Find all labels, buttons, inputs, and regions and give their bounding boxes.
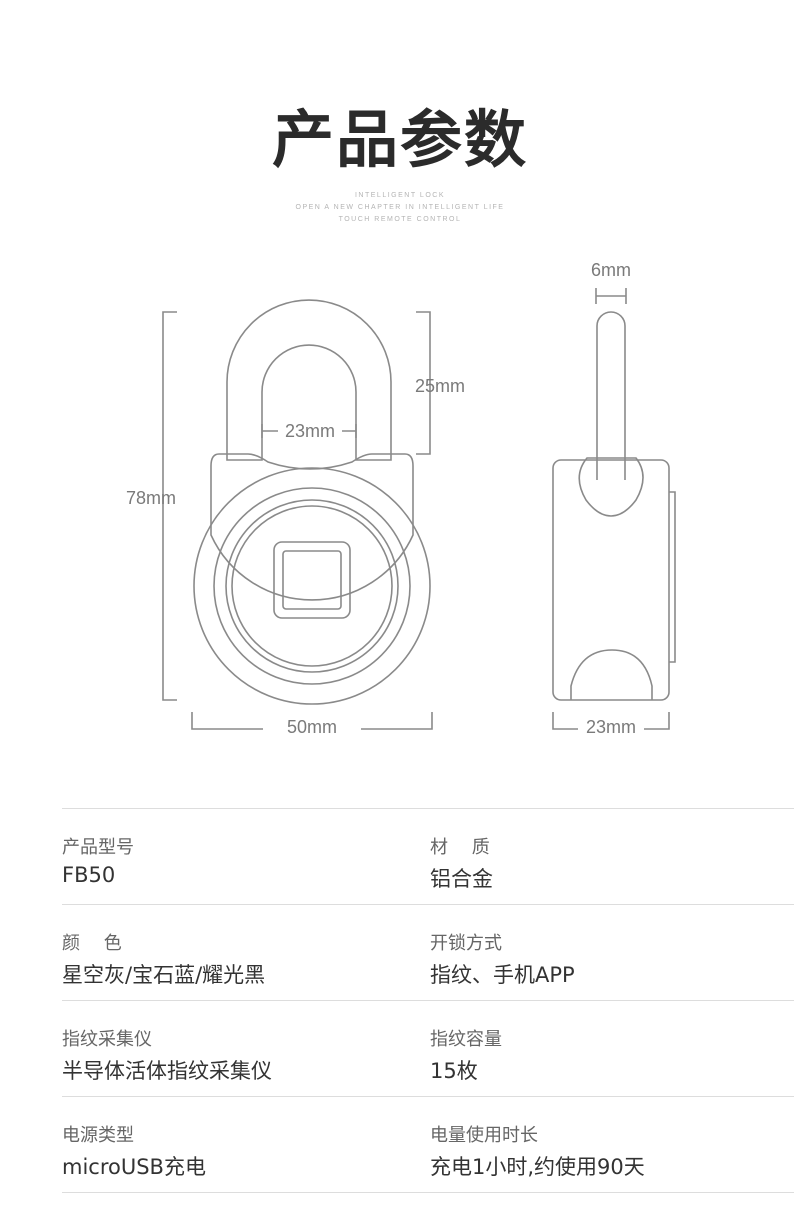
side-view bbox=[552, 288, 676, 730]
side-shackle-collar bbox=[578, 457, 644, 517]
spec-value: 15枚 bbox=[430, 1059, 478, 1083]
thickness-dimension bbox=[595, 288, 627, 304]
subtitle-line: OPEN A NEW CHAPTER IN INTELLIGENT LIFE bbox=[295, 204, 505, 211]
spec-label: 开锁方式 bbox=[430, 933, 502, 954]
side-bottom-hump bbox=[570, 649, 653, 700]
fingerprint-sensor-outer bbox=[273, 541, 351, 619]
spec-row: 电源类型 microUSB充电 电量使用时长 充电1小时,约使用90天 bbox=[62, 1096, 794, 1193]
spec-value: 半导体活体指纹采集仪 bbox=[62, 1059, 272, 1083]
spec-value: 星空灰/宝石蓝/耀光黑 bbox=[62, 963, 266, 987]
shackle-gap-left bbox=[261, 424, 278, 438]
front-body bbox=[210, 453, 414, 601]
shackle-height-bracket bbox=[416, 311, 431, 455]
shackle-height-label: 25mm bbox=[415, 376, 465, 396]
spec-row: 产品型号 FB50 材 质 铝合金 bbox=[62, 808, 794, 904]
spec-table: 产品型号 FB50 材 质 铝合金 颜 色 星空灰/宝石蓝/耀光黑 开锁方式 指… bbox=[62, 808, 794, 1193]
spec-value: 指纹、手机APP bbox=[430, 963, 575, 987]
width-dimension-right bbox=[361, 712, 433, 730]
height-dimension-bracket bbox=[162, 311, 177, 701]
front-ring-mid bbox=[213, 487, 411, 685]
depth-label: 23mm bbox=[586, 717, 636, 737]
subtitle-lines: INTELLIGENT LOCK OPEN A NEW CHAPTER IN I… bbox=[0, 190, 800, 226]
front-view bbox=[162, 299, 433, 730]
side-shackle bbox=[596, 311, 626, 480]
depth-dimension-left bbox=[552, 712, 578, 730]
width-label: 50mm bbox=[287, 717, 337, 737]
subtitle-line: INTELLIGENT LOCK bbox=[354, 192, 445, 199]
side-body bbox=[552, 459, 670, 701]
front-ring-inner bbox=[225, 499, 399, 673]
shackle-gap-right bbox=[342, 424, 357, 438]
width-dimension-left bbox=[191, 712, 263, 730]
spec-value: FB50 bbox=[62, 863, 116, 887]
spec-value: 铝合金 bbox=[430, 867, 493, 891]
thickness-label: 6mm bbox=[591, 260, 631, 280]
subtitle-line: TOUCH REMOTE CONTROL bbox=[338, 216, 462, 223]
spec-value: 充电1小时,约使用90天 bbox=[430, 1155, 645, 1179]
spec-label: 颜 色 bbox=[62, 933, 122, 954]
spec-row: 颜 色 星空灰/宝石蓝/耀光黑 开锁方式 指纹、手机APP bbox=[62, 904, 794, 1000]
page-title: 产品参数 bbox=[271, 103, 528, 176]
spec-label: 材 质 bbox=[430, 837, 490, 858]
spec-label: 指纹采集仪 bbox=[62, 1029, 152, 1050]
spec-row: 指纹采集仪 半导体活体指纹采集仪 指纹容量 15枚 bbox=[62, 1000, 794, 1096]
lock-dimension-diagram: 78mm 50mm 23mm 25mm 6mm 23mm bbox=[126, 260, 676, 737]
front-ring-outer bbox=[193, 467, 431, 705]
front-ring-core bbox=[231, 505, 393, 667]
shackle-gap-label: 23mm bbox=[285, 421, 335, 441]
spec-label: 指纹容量 bbox=[430, 1029, 502, 1050]
side-bump bbox=[669, 491, 676, 663]
spec-label: 产品型号 bbox=[62, 837, 134, 858]
spec-label: 电源类型 bbox=[62, 1125, 134, 1146]
spec-label: 电量使用时长 bbox=[430, 1125, 538, 1146]
fingerprint-sensor-inner bbox=[282, 550, 342, 610]
height-label: 78mm bbox=[126, 488, 176, 508]
depth-dimension-right bbox=[644, 712, 670, 730]
spec-value: microUSB充电 bbox=[62, 1155, 206, 1179]
front-shackle bbox=[226, 299, 392, 461]
